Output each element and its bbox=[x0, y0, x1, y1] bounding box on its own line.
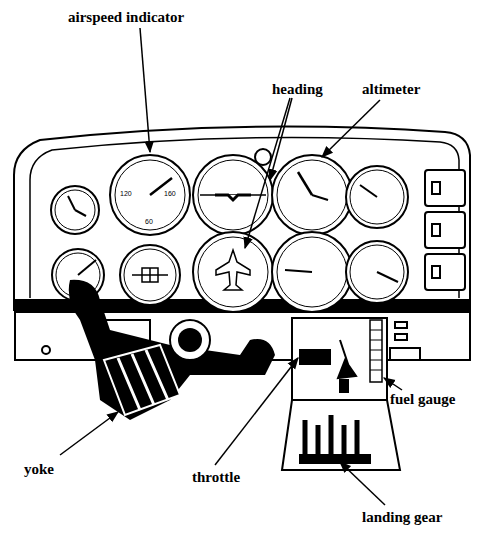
part-label: fuel gauge bbox=[390, 392, 455, 407]
leader-lines bbox=[60, 28, 402, 505]
throttle-quadrant bbox=[282, 318, 400, 470]
part-label: landing gear bbox=[362, 510, 442, 525]
part-label: heading bbox=[272, 82, 323, 97]
dial-number: 60 bbox=[145, 218, 153, 225]
part-label: throttle bbox=[192, 470, 240, 485]
gauges bbox=[51, 149, 465, 312]
dial-number: 160 bbox=[164, 190, 176, 197]
dial-number: 120 bbox=[120, 190, 132, 197]
part-label: yoke bbox=[24, 462, 54, 477]
yoke bbox=[69, 280, 275, 420]
part-label: altimeter bbox=[362, 82, 420, 97]
part-label: airspeed indicator bbox=[68, 10, 184, 25]
